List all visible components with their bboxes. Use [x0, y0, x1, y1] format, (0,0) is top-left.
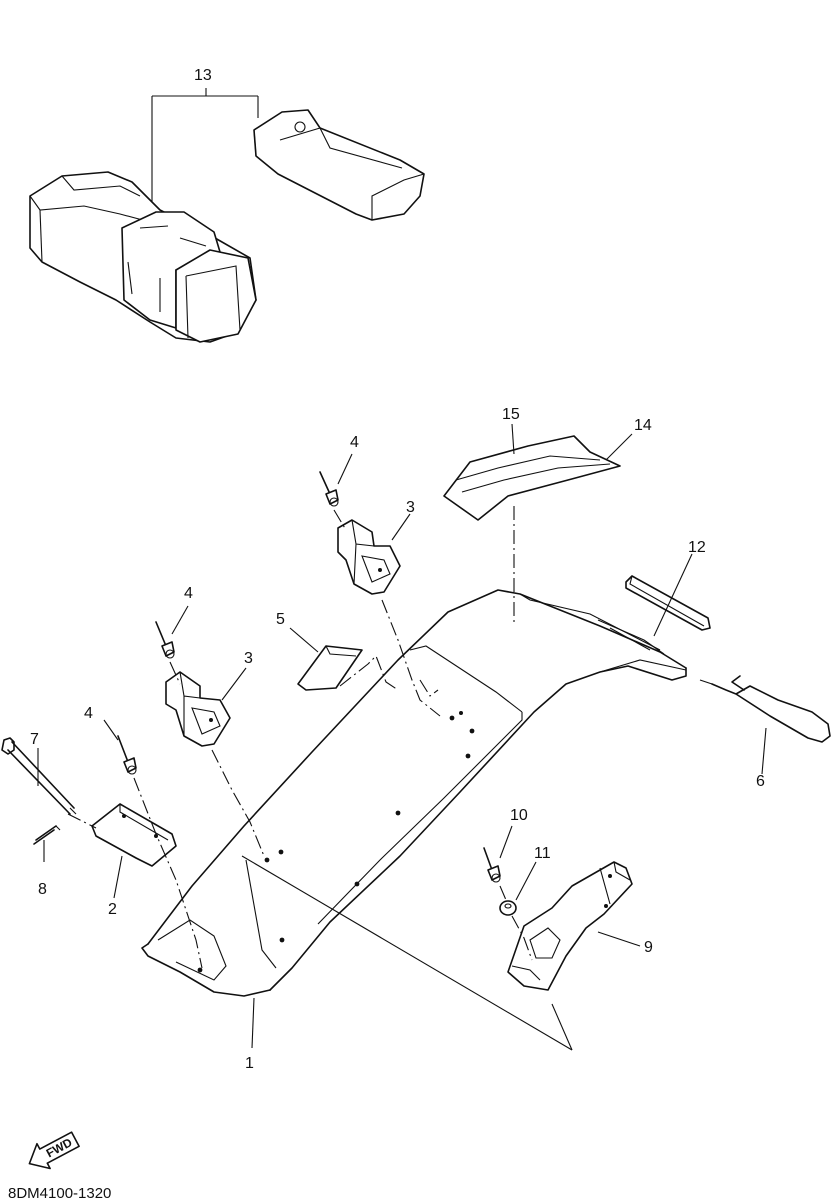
callout-15: 15 [502, 406, 520, 423]
leader-2 [113, 855, 123, 899]
callout-4-middle: 4 [184, 585, 193, 602]
leader-15 [511, 423, 515, 455]
drawing-code: 8DM4100-1320 [8, 1185, 111, 1201]
leader-9 [597, 931, 641, 947]
part-2-bracket [91, 803, 177, 867]
part-9-bracket [507, 861, 633, 991]
assembly-line-middle [169, 661, 265, 857]
part-13-cover-box [29, 171, 257, 343]
callout-9: 9 [644, 939, 653, 956]
part-3-bracket-lower [165, 671, 231, 747]
part-6-hook [699, 675, 831, 743]
callout-6: 6 [756, 773, 765, 790]
assembly-line-upper [333, 509, 441, 717]
fwd-arrow-icon: FWD [28, 1131, 80, 1170]
part-5-pad [297, 645, 363, 691]
callout-1: 1 [245, 1055, 254, 1072]
leader-4-upper [337, 453, 353, 485]
assembly-line-screw [499, 885, 533, 961]
callout-4-upper: 4 [350, 434, 359, 451]
callout-8: 8 [38, 881, 47, 898]
part-10-screw [483, 847, 501, 883]
callout-14: 14 [634, 417, 652, 434]
fender-mounting-holes [197, 711, 475, 973]
leader-4-lower [103, 719, 119, 741]
callout-4-lower: 4 [84, 705, 93, 722]
part-1-fender [141, 589, 687, 1051]
callout-5: 5 [276, 611, 285, 628]
leader-3-lower [221, 667, 247, 701]
part-8-pin [33, 825, 61, 845]
callout-10: 10 [510, 807, 528, 824]
leader-13 [151, 88, 259, 202]
callout-11: 11 [534, 845, 551, 862]
leader-12 [653, 553, 693, 637]
assembly-line-pad [339, 655, 439, 697]
part-12-strip [625, 575, 711, 631]
callout-3-upper: 3 [406, 499, 415, 516]
callout-7: 7 [30, 731, 39, 748]
part-7-bolt [1, 737, 77, 815]
leader-1 [251, 997, 255, 1049]
leader-6 [761, 727, 767, 775]
callout-13: 13 [194, 67, 212, 84]
assembly-line-hinge [67, 813, 97, 829]
leader-3-upper [391, 513, 411, 541]
part-4-rivet-middle [155, 621, 175, 659]
callout-12: 12 [688, 539, 706, 556]
part-4-rivet-lower [117, 735, 137, 775]
callout-3-lower: 3 [244, 650, 253, 667]
leader-14 [605, 433, 633, 461]
part-4-rivet-upper [319, 471, 339, 507]
part-11-nut [499, 900, 517, 916]
leader-4-middle [171, 605, 189, 635]
part-3-bracket-upper [337, 519, 401, 595]
callout-2: 2 [108, 901, 117, 918]
assembly-line-bolt [133, 777, 203, 969]
part-13-cover-sleeve [253, 109, 425, 221]
leader-11 [515, 861, 537, 901]
leader-10 [499, 825, 513, 859]
leader-5 [289, 627, 319, 653]
part-14-reflector [443, 435, 621, 521]
